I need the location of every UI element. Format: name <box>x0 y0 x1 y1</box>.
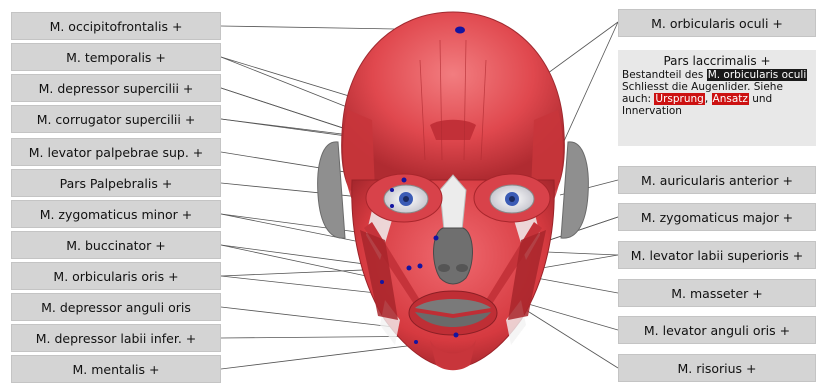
right-pupil <box>509 196 515 202</box>
marker-nasal <box>434 236 439 241</box>
label-levator-anguli-oris[interactable]: M. levator anguli oris + <box>618 316 816 344</box>
marker-eye-top <box>402 178 407 183</box>
label-depressor-supercilii[interactable]: M. depressor supercilii + <box>11 74 221 102</box>
info-text-before: Bestandteil des <box>622 69 707 81</box>
label-temporalis[interactable]: M. temporalis + <box>11 43 221 71</box>
label-occipitofrontalis[interactable]: M. occipitofrontalis + <box>11 12 221 40</box>
left-nostril <box>438 264 450 272</box>
label-auricularis-anterior[interactable]: M. auricularis anterior + <box>618 166 816 194</box>
left-ear <box>318 142 345 238</box>
right-nostril <box>456 264 468 272</box>
link-ursprung[interactable]: Ursprung <box>654 93 704 105</box>
label-depressor-labii[interactable]: M. depressor labii infer. + <box>11 324 221 352</box>
marker-cheek-a <box>407 266 412 271</box>
marker-eye-left-b <box>390 204 394 208</box>
info-panel-pars-laccrimalis: Pars laccrimalis + Bestandteil des M. or… <box>618 50 816 146</box>
marker-chin <box>414 340 418 344</box>
right-ear <box>561 142 588 238</box>
marker-lower-lip <box>454 333 459 338</box>
label-levator-palpebrae[interactable]: M. levator palpebrae sup. + <box>11 138 221 166</box>
label-zygomaticus-major[interactable]: M. zygomaticus major + <box>618 203 816 231</box>
label-levator-labii-superioris[interactable]: M. levator labii superioris + <box>618 241 816 269</box>
left-pupil <box>403 196 409 202</box>
marker-cheek-b <box>418 264 423 269</box>
nose-cartilage <box>434 228 473 284</box>
label-masseter[interactable]: M. masseter + <box>618 279 816 307</box>
marker-buccinator <box>380 280 384 284</box>
marker-occipitofrontalis <box>455 27 465 34</box>
info-separator: , <box>705 93 712 105</box>
label-pars-palpebralis[interactable]: Pars Palpebralis + <box>11 169 221 197</box>
corrugator-supercilii <box>430 120 476 140</box>
info-title[interactable]: Pars laccrimalis + <box>622 55 812 67</box>
label-buccinator[interactable]: M. buccinator + <box>11 231 221 259</box>
label-corrugator-supercilii[interactable]: M. corrugator supercilii + <box>11 105 221 133</box>
label-depressor-anguli-oris[interactable]: M. depressor anguli oris <box>11 293 221 321</box>
label-zygomaticus-minor[interactable]: M. zygomaticus minor + <box>11 200 221 228</box>
info-highlight-muscle[interactable]: M. orbicularis oculi <box>707 69 808 81</box>
label-mentalis[interactable]: M. mentalis + <box>11 355 221 383</box>
label-orbicularis-oculi[interactable]: M. orbicularis oculi + <box>618 9 816 37</box>
label-orbicularis-oris[interactable]: M. orbicularis oris + <box>11 262 221 290</box>
label-risorius[interactable]: M. risorius + <box>618 354 816 382</box>
skull-occipitofrontalis <box>342 12 565 190</box>
marker-eye-left-a <box>390 188 394 192</box>
link-ansatz[interactable]: Ansatz <box>712 93 749 105</box>
